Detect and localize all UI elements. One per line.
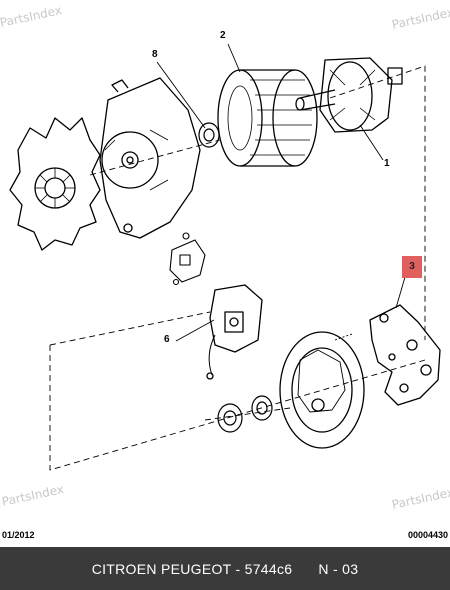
front-housing — [99, 77, 201, 239]
caption-bar: CITROEN PEUGEOT - 5744c6 N - 03 — [0, 547, 450, 590]
caption-text: CITROEN PEUGEOT - 5744c6 — [91, 560, 293, 577]
diagram-code: 00004430 — [407, 530, 448, 540]
rear-housing — [279, 331, 365, 449]
callout-6: 6 — [164, 334, 170, 345]
alternator-drawing — [9, 43, 441, 471]
exploded-diagram: 2 8 1 6 3 PartsIndex PartsIndex PartsInd… — [0, 3, 450, 540]
rear-bearing — [217, 395, 273, 433]
page-number: N - 03 — [318, 560, 359, 577]
date-label: 01/2012 — [2, 530, 35, 540]
callout-2: 2 — [220, 30, 226, 41]
callout-3-highlighted[interactable]: 3 — [402, 256, 422, 278]
callout-1: 1 — [384, 158, 390, 169]
callout-8: 8 — [152, 49, 158, 60]
rectifier — [369, 304, 441, 406]
rotor — [295, 57, 403, 133]
regulator — [206, 284, 263, 380]
brush-holder — [169, 232, 206, 286]
leader-lines — [156, 43, 406, 342]
stator — [217, 69, 318, 167]
assembly-guide-lines — [49, 65, 426, 471]
pulley-fan — [9, 117, 101, 251]
